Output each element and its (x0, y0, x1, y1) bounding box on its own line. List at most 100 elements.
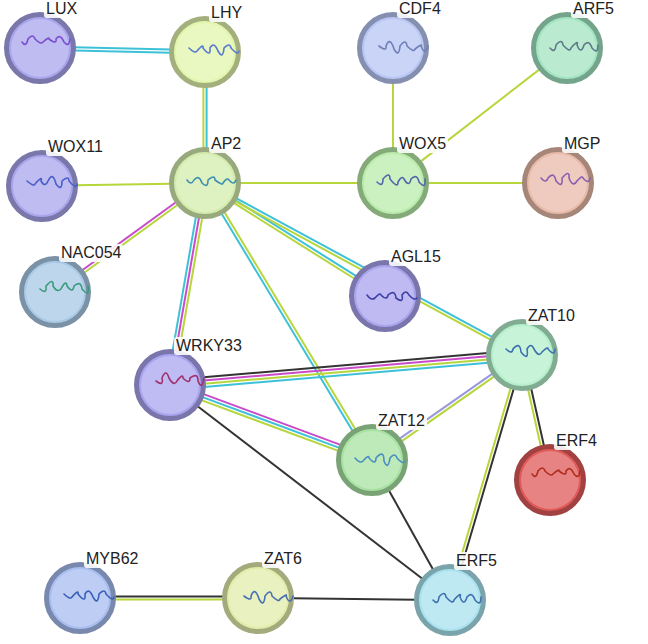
interaction-edge (173, 216, 203, 352)
node-circle (514, 444, 586, 516)
protein-label: WRKY33 (174, 337, 244, 355)
protein-label: ZAT10 (526, 307, 577, 325)
node-circle (44, 562, 116, 634)
protein-label: LHY (209, 4, 244, 22)
protein-node: ZAT10 (486, 319, 558, 391)
protein-node: LUX (4, 12, 76, 84)
evidence-line (528, 389, 541, 448)
node-circle (169, 16, 241, 88)
protein-node: AP2 (169, 147, 241, 219)
evidence-line (234, 201, 491, 341)
evidence-line (114, 595, 224, 597)
protein-node: NAC054 (19, 256, 91, 328)
protein-node: LHY (169, 16, 241, 88)
node-circle (414, 564, 486, 636)
evidence-line (204, 363, 488, 387)
protein-node: CDF4 (357, 12, 429, 84)
protein-node: MYB62 (44, 562, 116, 634)
protein-node: MGP (522, 147, 594, 219)
interaction-edge (203, 353, 488, 387)
evidence-line (236, 198, 493, 338)
evidence-line (114, 599, 224, 601)
interaction-edge (234, 198, 493, 340)
interaction-edge (292, 598, 416, 599)
evidence-line (389, 490, 434, 571)
node-circle (6, 150, 78, 222)
evidence-line (392, 82, 394, 149)
node-circle (222, 562, 294, 634)
protein-node: WRKY33 (134, 349, 206, 421)
protein-label: MGP (562, 135, 602, 153)
protein-label: ZAT6 (262, 550, 304, 568)
evidence-line (239, 182, 359, 184)
interaction-edge (76, 184, 171, 186)
evidence-line (203, 353, 487, 377)
evidence-line (202, 86, 204, 149)
protein-label: CDF4 (397, 0, 443, 18)
evidence-line (292, 598, 416, 599)
interaction-edge (74, 47, 171, 53)
evidence-line (224, 211, 356, 430)
evidence-line (202, 397, 340, 448)
node-circle (19, 256, 91, 328)
protein-label: NAC054 (59, 244, 123, 262)
interaction-edge (399, 373, 495, 442)
node-circle (357, 12, 429, 84)
protein-node: ERF4 (514, 444, 586, 516)
node-circle (486, 319, 558, 391)
node-circle (4, 12, 76, 84)
evidence-line (461, 388, 514, 568)
evidence-line (203, 394, 341, 445)
protein-label: LUX (44, 0, 79, 18)
evidence-line (427, 182, 524, 184)
evidence-line (76, 184, 171, 186)
protein-node: ARF5 (531, 12, 603, 84)
protein-label: ARF5 (571, 0, 616, 18)
node-circle (134, 349, 206, 421)
node-circle (349, 260, 421, 332)
interaction-edge (393, 82, 394, 149)
interaction-edge (239, 183, 359, 184)
evidence-line (74, 50, 171, 52)
node-circle (169, 147, 241, 219)
protein-node: ZAT6 (222, 562, 294, 634)
protein-node: ERF5 (414, 564, 486, 636)
interaction-edge (114, 596, 224, 599)
protein-label: WOX5 (397, 135, 448, 153)
protein-label: ERF4 (554, 432, 599, 450)
protein-label: AP2 (209, 135, 243, 153)
protein-label: AGL15 (389, 248, 443, 266)
protein-node: ZAT12 (336, 424, 408, 496)
evidence-line (206, 86, 208, 149)
evidence-line (176, 217, 199, 352)
interaction-edge (221, 211, 356, 431)
protein-label: WOX11 (46, 138, 105, 156)
interaction-edge (458, 387, 514, 568)
evidence-line (74, 47, 171, 49)
evidence-line (179, 217, 202, 352)
protein-label: ERF5 (454, 552, 499, 570)
evidence-line (458, 387, 511, 567)
protein-label: MYB62 (84, 550, 140, 568)
evidence-line (221, 213, 353, 432)
evidence-line (204, 356, 488, 380)
evidence-line (233, 202, 355, 279)
interaction-edge (389, 490, 434, 571)
evidence-line (83, 204, 178, 273)
evidence-line (204, 359, 488, 383)
node-circle (531, 12, 603, 84)
evidence-line (531, 388, 544, 447)
interaction-edge (427, 183, 524, 184)
node-circle (336, 424, 408, 496)
interaction-edge (203, 86, 206, 149)
interaction-edge (201, 394, 341, 451)
protein-label: ZAT12 (376, 412, 427, 430)
interaction-edge (528, 388, 544, 447)
evidence-line (173, 216, 196, 351)
interaction-edge (233, 200, 357, 280)
protein-node: WOX11 (6, 150, 78, 222)
protein-node: WOX5 (357, 147, 429, 219)
node-circle (357, 147, 429, 219)
interaction-edge (82, 202, 179, 274)
evidence-line (401, 376, 495, 442)
